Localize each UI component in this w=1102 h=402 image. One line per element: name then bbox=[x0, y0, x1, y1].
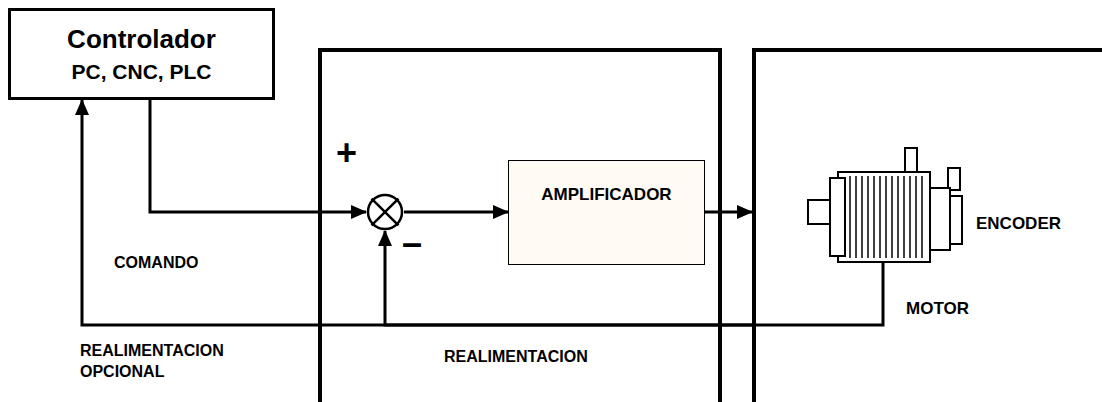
amplifier-box: AMPLIFICADOR bbox=[508, 160, 705, 265]
node-text: PC, CNC, PLC bbox=[71, 59, 211, 84]
signal-label: COMANDO bbox=[112, 252, 200, 273]
node-text: Controlador bbox=[67, 24, 216, 55]
motor-housing: ENCODER MOTOR bbox=[752, 48, 1102, 402]
signal-arrow bbox=[82, 100, 752, 325]
node-text: MOTOR bbox=[906, 299, 969, 319]
signal-arrow bbox=[404, 211, 508, 214]
signal-arrow bbox=[705, 211, 752, 214]
signal-arrow bbox=[150, 100, 366, 212]
drive-housing bbox=[320, 50, 720, 402]
node-text: – bbox=[402, 221, 422, 264]
motor-symbol bbox=[808, 148, 962, 262]
junction-symbol bbox=[366, 193, 404, 231]
signal-label: REALIMENTACION OPCIONAL bbox=[78, 340, 252, 382]
node-text: ENCODER bbox=[976, 214, 1061, 234]
controller-box: ControladorPC, CNC, PLC bbox=[8, 8, 275, 100]
signal-label: REALIMENTACION bbox=[442, 346, 590, 367]
node-text: + bbox=[336, 131, 357, 174]
summing-junction: +– bbox=[366, 193, 404, 231]
node-text: AMPLIFICADOR bbox=[541, 185, 671, 205]
feedback-wire bbox=[754, 262, 883, 325]
